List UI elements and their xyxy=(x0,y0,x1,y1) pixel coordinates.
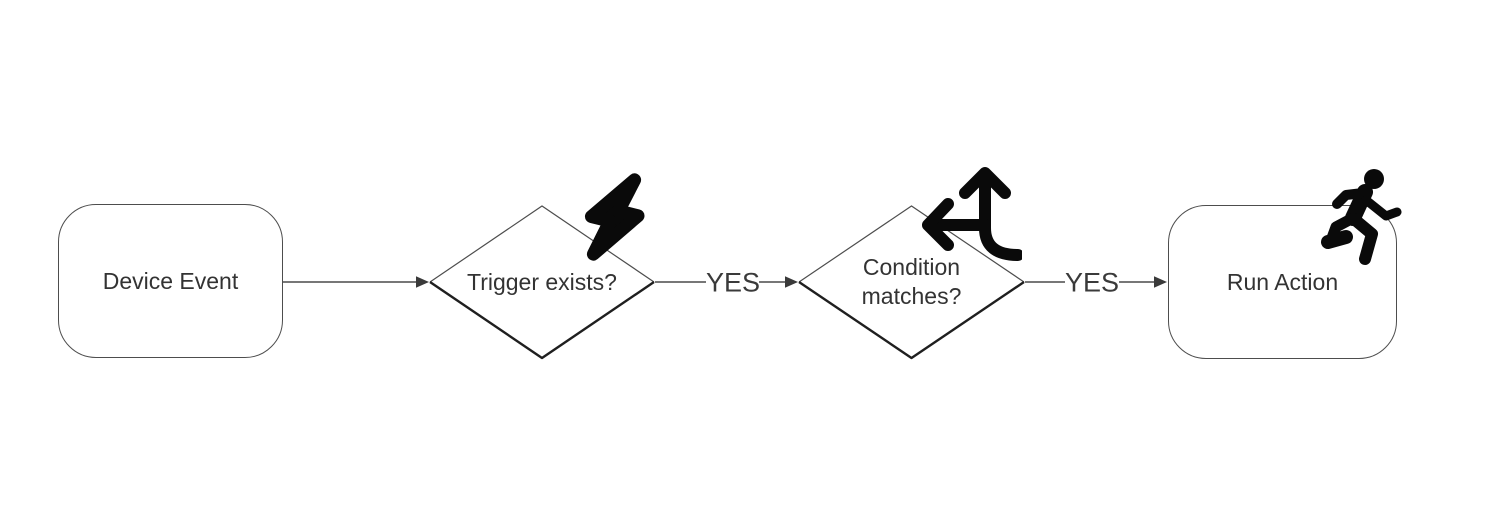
diamond-shape xyxy=(798,205,1025,360)
edge-label-yes-2: YES xyxy=(1064,267,1120,298)
edge-label-yes-1: YES xyxy=(705,267,761,298)
node-device-event[interactable]: Device Event xyxy=(58,204,283,358)
node-label: Device Event xyxy=(102,267,239,294)
node-label: Run Action xyxy=(1226,268,1339,295)
node-label: Condition matches? xyxy=(861,254,962,309)
directions-fork-icon xyxy=(922,167,1022,261)
lightning-bolt-icon xyxy=(584,173,645,261)
arrowhead-icon xyxy=(416,276,1167,288)
node-condition-matches[interactable]: Condition matches? xyxy=(798,205,1025,360)
node-label: Trigger exists? xyxy=(467,268,617,295)
running-person-icon xyxy=(1321,169,1402,265)
